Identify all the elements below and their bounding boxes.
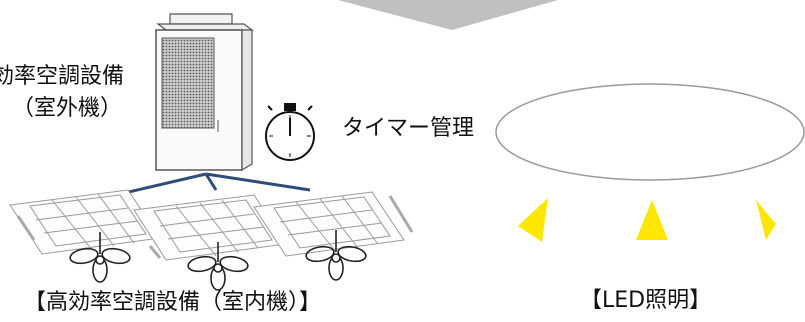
outdoor-unit-sublabel: （室外機） [12,96,123,121]
indoor-unit-caption: 【高効率空調設備（室内機）】 [24,290,322,315]
refrigerant-pipe [119,172,311,196]
outdoor-unit-label: 効率空調設備 [0,64,125,89]
ceiling-light-icon [495,83,805,181]
stopwatch-icon [265,103,315,161]
outdoor-unit-icon [155,13,254,172]
timer-label: タイマー管理 [342,116,475,141]
indoor-unit-icon [9,189,414,261]
light-beam-icon [518,198,776,242]
fan-icon [69,230,367,291]
led-lighting-caption: 【LED照明】 [580,288,712,313]
top-arrow-icon [338,0,558,30]
